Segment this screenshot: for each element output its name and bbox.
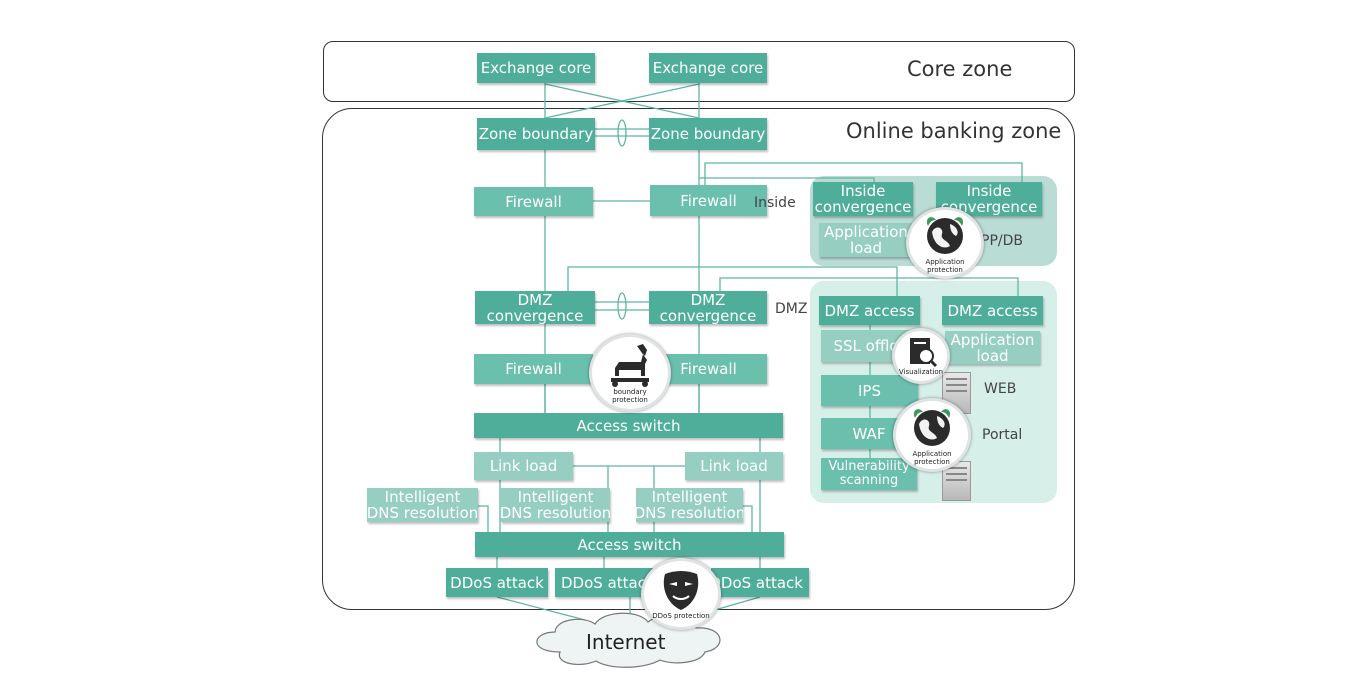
dmz-convergence-left: DMZ convergence xyxy=(475,291,595,324)
mask-icon xyxy=(663,571,699,610)
ddos-protection-cap: DDoS protection xyxy=(652,612,710,620)
vuln-line2: scanning xyxy=(839,473,899,488)
zone-boundary-left: Zone boundary xyxy=(477,118,595,150)
visualization-badge: Visualization xyxy=(892,328,950,384)
firewall-lower-left: Firewall xyxy=(474,354,593,384)
visualization-cap: Visualization xyxy=(898,368,944,376)
link-load-right: Link load xyxy=(685,452,783,480)
inside-convergence-left: Inside convergence xyxy=(813,182,913,216)
access-switch-lower: Access switch xyxy=(475,532,784,557)
app-load-web-line1: Application xyxy=(950,331,1035,349)
exchange-core-right: Exchange core xyxy=(649,53,767,83)
boundary-cap1: boundary xyxy=(613,388,647,396)
dmz-label: DMZ xyxy=(775,301,808,317)
access-switch-upper: Access switch xyxy=(474,413,783,438)
inside-conv-right-line1: Inside xyxy=(966,182,1012,200)
app-load-web-line2: load xyxy=(976,346,1009,364)
dmz-conv-right-line1: DMZ xyxy=(690,291,726,309)
inside-conv-left-line1: Inside xyxy=(840,182,886,200)
badge-caption: Application protection xyxy=(912,450,951,466)
ddos-attack-left: DDoS attack xyxy=(446,568,548,597)
dns-resolution-right: Intelligent DNS resolution xyxy=(636,488,743,522)
dns-left-line1: Intelligent xyxy=(384,488,461,506)
exchange-core-left: Exchange core xyxy=(477,53,595,83)
dmz-convergence-right: DMZ convergence xyxy=(649,291,767,324)
ddos-protection-badge: DDoS protection xyxy=(641,558,721,630)
application-load-top: Application load xyxy=(819,223,913,257)
ips: IPS xyxy=(821,375,918,406)
dmz-access-right: DMZ access xyxy=(942,296,1043,325)
dns-right-line1: Intelligent xyxy=(651,488,728,506)
app-load-top-line1: Application xyxy=(824,223,908,241)
boundary-cap2: protection xyxy=(612,396,648,404)
core-zone-title: Core zone xyxy=(907,57,1013,81)
dns-mid-line2: DNS resolution xyxy=(501,504,610,522)
inside-conv-left-line2: convergence xyxy=(814,198,912,216)
portal-label: Portal xyxy=(982,427,1023,443)
ddos-attack-right: DDoS attack xyxy=(711,568,809,597)
badge-caption: boundary protection xyxy=(612,388,648,404)
internet-label: Internet xyxy=(586,630,666,654)
vuln-line1: Vulnerability xyxy=(828,459,910,474)
application-protection-badge-top: Application protection xyxy=(906,207,984,279)
app-load-top-line2: load xyxy=(849,239,883,257)
dmz-conv-left-line2: convergence xyxy=(486,306,584,324)
dns-resolution-middle: Intelligent DNS resolution xyxy=(501,488,610,522)
firewall-upper-left: Firewall xyxy=(474,187,593,216)
boundary-protection-badge: boundary protection xyxy=(589,334,671,412)
app-protect-web-cap2: protection xyxy=(914,458,950,466)
web-label: WEB xyxy=(984,381,1017,397)
application-protection-badge-web: Application protection xyxy=(893,398,971,472)
globe-icon xyxy=(913,409,951,446)
app-protect-web-cap1: Application xyxy=(912,450,952,458)
dmz-access-left: DMZ access xyxy=(819,296,920,325)
zone-boundary-right: Zone boundary xyxy=(649,118,767,150)
magnifier-document-icon xyxy=(910,338,938,368)
link-load-left: Link load xyxy=(474,452,573,480)
app-protect-top-cap1: Application xyxy=(925,258,965,266)
globe-icon xyxy=(926,217,964,254)
dmz-conv-right-line2: convergence xyxy=(659,306,757,324)
online-zone-title: Online banking zone xyxy=(846,119,1062,143)
dns-mid-line1: Intelligent xyxy=(517,488,594,506)
app-protect-top-cap2: protection xyxy=(927,266,963,274)
dns-left-line2: DNS resolution xyxy=(367,504,478,522)
badge-caption: Application protection xyxy=(925,258,964,274)
vulnerability-scanning: Vulnerability scanning xyxy=(821,458,917,490)
trojan-horse-icon xyxy=(611,344,649,387)
application-load-web: Application load xyxy=(945,331,1040,364)
dmz-conv-left-line1: DMZ xyxy=(517,291,553,309)
dns-resolution-left: Intelligent DNS resolution xyxy=(367,488,478,522)
app-db-label: PP/DB xyxy=(981,233,1023,249)
inside-label: Inside xyxy=(754,195,796,211)
ddos-attack-middle: DDoS attack xyxy=(555,568,653,597)
firewall-upper-right: Firewall xyxy=(650,185,767,216)
dns-right-line2: DNS resolution xyxy=(636,504,743,522)
